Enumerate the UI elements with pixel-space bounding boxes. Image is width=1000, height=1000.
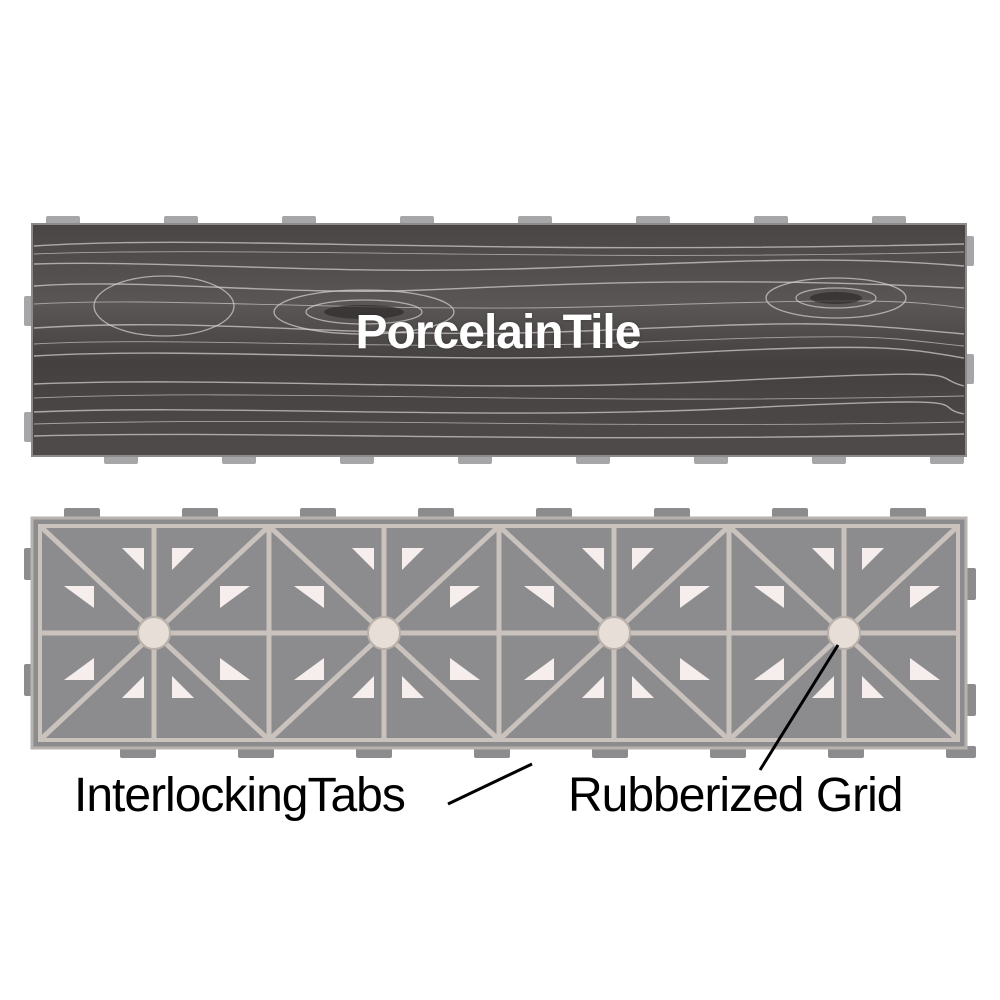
rubberized-grid-label: Rubberized Grid: [568, 769, 903, 822]
porcelain-tile-image: [24, 216, 974, 464]
rubberized-grid-image: [24, 508, 976, 758]
porcelain-tile-label: PorcelainTile: [355, 306, 642, 359]
tabs-leader-line: [447, 762, 533, 806]
interlocking-tabs-label: InterlockingTabs: [74, 769, 406, 822]
